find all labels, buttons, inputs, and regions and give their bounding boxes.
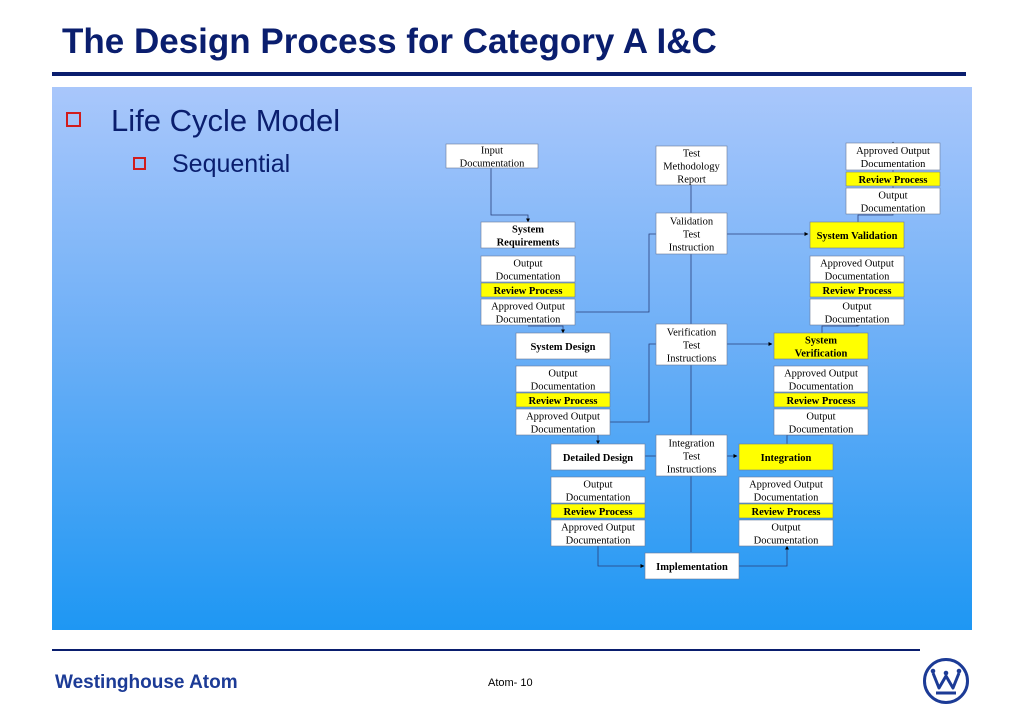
bullet-text: Sequential — [172, 150, 291, 178]
checkbox-bullet-icon — [66, 112, 81, 128]
box-label: System Validation — [817, 231, 898, 242]
bullet-life-cycle-model: Life Cycle Model — [66, 103, 340, 139]
checkbox-bullet-icon — [133, 156, 146, 170]
box-sr-review: Review Process — [480, 282, 576, 298]
box-label: Review Process — [859, 175, 928, 186]
box-sys-validation: System Validation — [809, 221, 905, 249]
box-sv-review: Review Process — [809, 282, 905, 298]
bullet-text: Life Cycle Model — [111, 103, 341, 138]
box-label: Review Process — [529, 396, 598, 407]
box-detailed-design: Detailed Design — [550, 443, 646, 471]
box-label: Review Process — [823, 286, 892, 297]
box-int-review: Review Process — [738, 503, 834, 519]
brand-name: Westinghouse Atom — [55, 672, 238, 693]
box-label: Review Process — [752, 507, 821, 518]
footer-rule — [52, 649, 920, 651]
box-label: Detailed Design — [563, 453, 633, 464]
box-label: Integration — [761, 453, 812, 464]
box-implementation: Implementation — [644, 552, 740, 580]
box-sys-design: System Design — [515, 332, 611, 360]
bullet-sequential: Sequential — [133, 150, 290, 179]
box-label: Implementation — [656, 562, 728, 573]
box-label: Review Process — [494, 286, 563, 297]
page-number: Atom- 10 — [488, 677, 533, 689]
box-label: Review Process — [787, 396, 856, 407]
box-label: Review Process — [564, 507, 633, 518]
box-sd-review: Review Process — [515, 392, 611, 408]
box-label: System Design — [530, 342, 595, 353]
box-integration: Integration — [738, 443, 834, 471]
box-dd-review: Review Process — [550, 503, 646, 519]
westinghouse-logo-icon — [923, 658, 969, 704]
box-review-top: Review Process — [845, 171, 941, 187]
title-rule — [52, 72, 966, 76]
slide-title: The Design Process for Category A I&C — [62, 22, 717, 61]
box-svf-review: Review Process — [773, 392, 869, 408]
